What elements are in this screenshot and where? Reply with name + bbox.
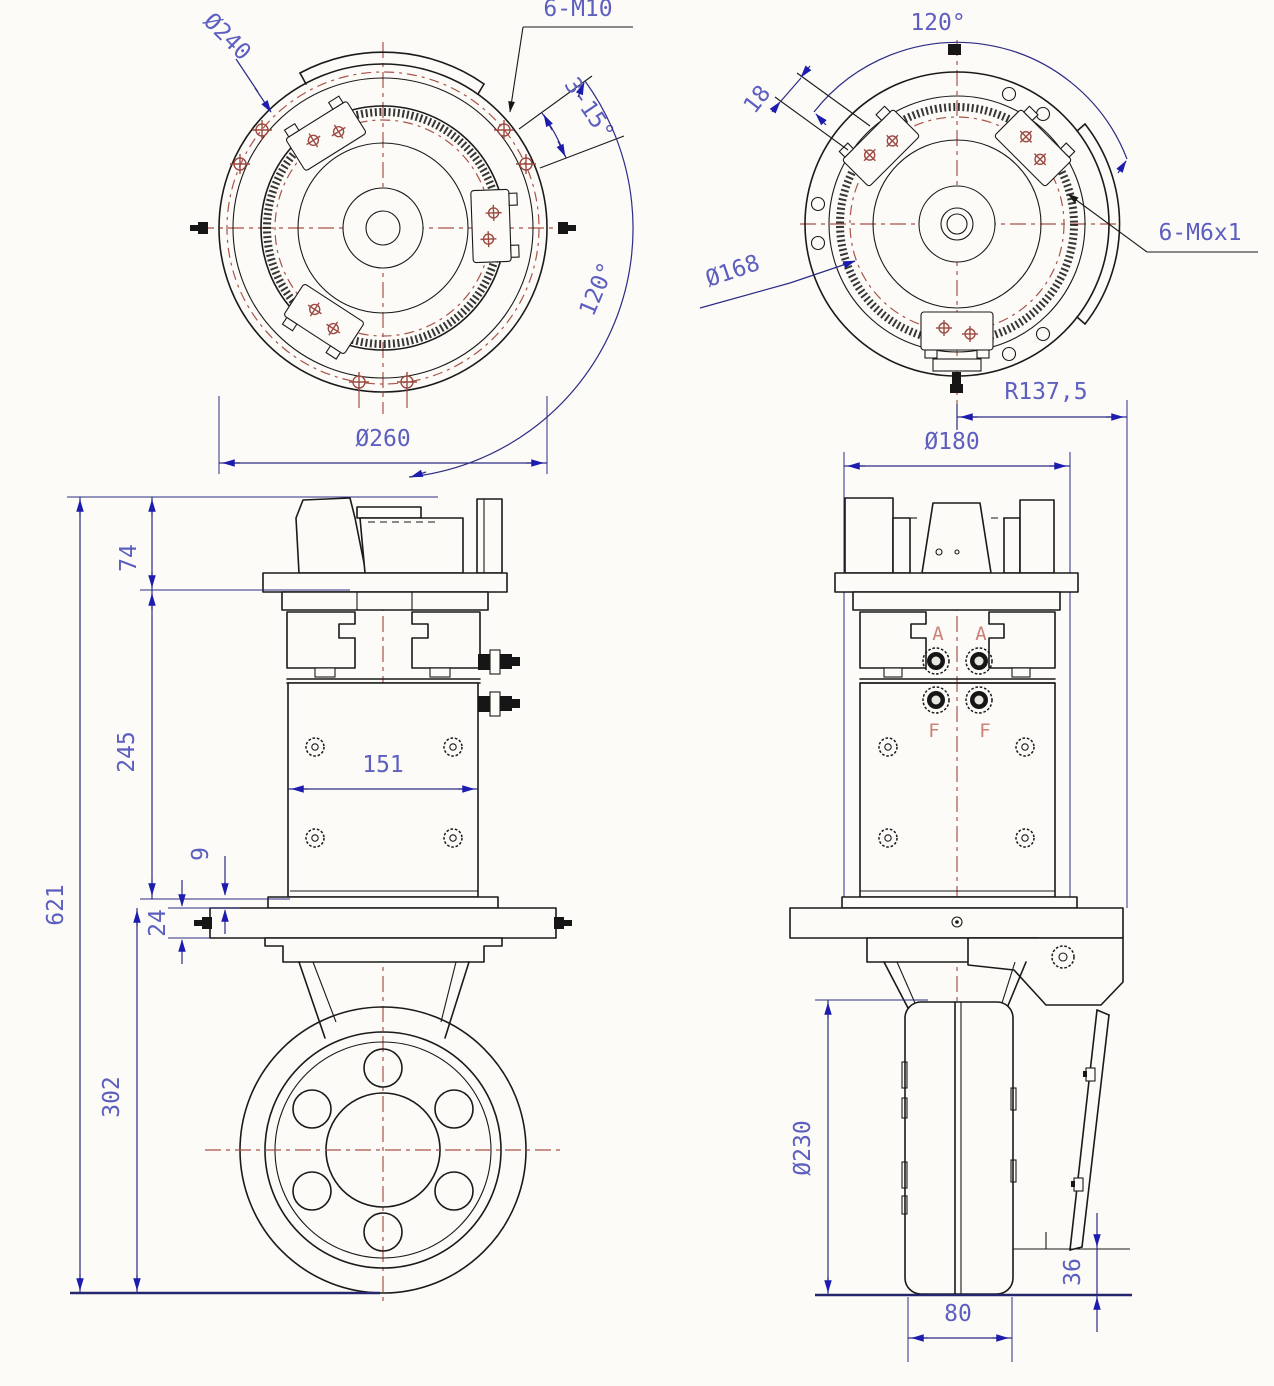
- dims-side: Ø230 36 80: [790, 999, 1101, 1362]
- dim-9: 9: [188, 847, 214, 861]
- tread-notches: [901, 1061, 1017, 1215]
- rotor-hatch: [297, 142, 469, 314]
- port-label-f2: F: [979, 720, 990, 742]
- view-side: A A F F: [789, 497, 1132, 1297]
- view-front: [70, 497, 572, 1306]
- view-flange-top: [190, 42, 576, 414]
- flange-lobe-arc: [299, 51, 485, 85]
- dim-m10: 6-M10: [543, 0, 612, 22]
- port-label-a2: A: [975, 623, 987, 645]
- dim-d230: Ø230: [790, 1120, 816, 1175]
- dim-d168: Ø168: [702, 250, 763, 293]
- bolt-circle-240: [226, 71, 540, 385]
- dim-621: 621: [43, 884, 69, 926]
- hydraulic-ports: [922, 647, 993, 714]
- body-bolts-side: [878, 737, 1035, 848]
- dim-r1375: R137,5: [1004, 379, 1087, 405]
- flange-holes: [810, 86, 1051, 362]
- outer-circle: [218, 63, 548, 393]
- port-label-f1: F: [928, 720, 939, 742]
- center-bore: [365, 210, 401, 246]
- dim-slots: 3-15°: [559, 73, 619, 145]
- rotor-hatch-2: [872, 139, 1042, 309]
- dim-d180: Ø180: [924, 429, 979, 455]
- dim-d240: Ø240: [198, 8, 256, 66]
- body-bolts: [305, 737, 463, 848]
- hub-circle: [342, 187, 424, 269]
- locating-tab: [948, 44, 961, 55]
- hydraulic-fittings-front: [478, 649, 520, 717]
- fender: [1069, 1009, 1110, 1251]
- dim-m6: 6-M6x1: [1158, 220, 1241, 246]
- flange-nipples: [194, 917, 572, 929]
- bottom-nipple: [950, 372, 963, 393]
- dim-slot-18: 18: [739, 81, 777, 119]
- dim-245: 245: [114, 731, 140, 773]
- view-motor-top: [800, 40, 1121, 404]
- step-circle: [232, 77, 534, 379]
- m10-bolts: [230, 120, 536, 392]
- clamp-blocks: [281, 95, 520, 360]
- gear-ring-2: [836, 103, 1078, 345]
- dim-angle-120-2: 120°: [910, 10, 965, 36]
- dims-front: 621 74 245 9 24 302 151: [43, 496, 478, 1293]
- clamp-blocks-2: [838, 105, 1076, 372]
- dim-d260: Ø260: [355, 426, 410, 452]
- port-label-a1: A: [932, 623, 944, 645]
- dim-74: 74: [116, 544, 142, 572]
- dim-36: 36: [1060, 1258, 1086, 1286]
- wheel-bolt-holes: [292, 1048, 474, 1252]
- dim-80: 80: [944, 1301, 972, 1327]
- dim-151: 151: [362, 752, 404, 778]
- dim-302: 302: [99, 1076, 125, 1118]
- wheel-side: [904, 1001, 1014, 1295]
- dims-motor-top: 120° 18 Ø168 6-M6x1 R137,5 Ø180: [699, 10, 1258, 908]
- grease-nipples: [190, 222, 576, 234]
- dim-angle-120: 120°: [575, 259, 621, 320]
- dim-24: 24: [145, 909, 171, 937]
